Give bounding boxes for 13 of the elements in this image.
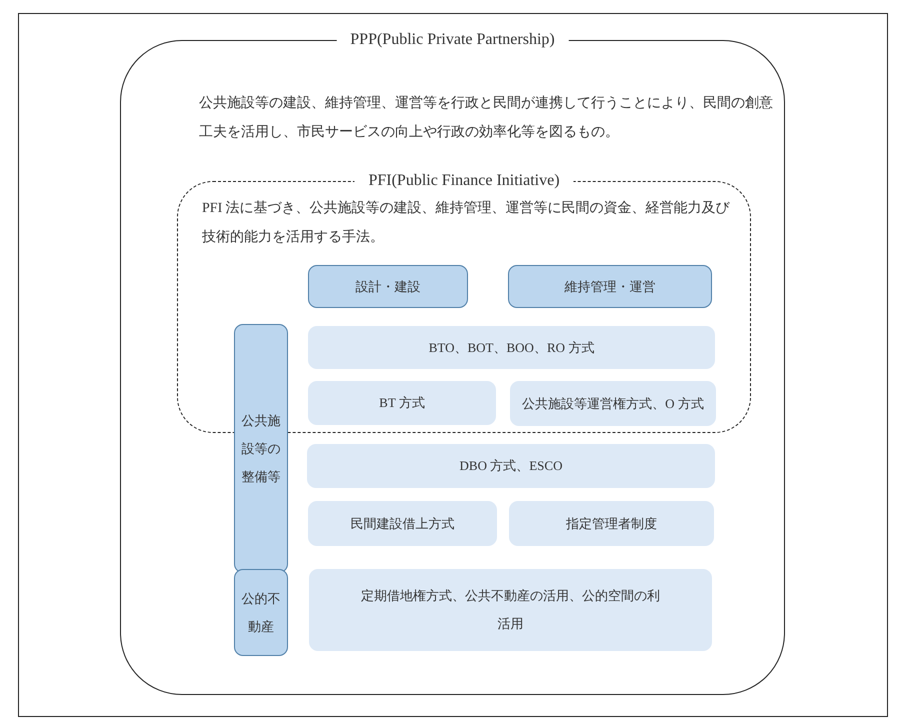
- method-box: DBO 方式、ESCO: [307, 444, 715, 488]
- category-box: 公的不動産: [234, 569, 288, 656]
- method-box: 公共施設等運営権方式、O 方式: [510, 381, 716, 426]
- method-box: 民間建設借上方式: [308, 501, 497, 546]
- description-text: PFI 法に基づき、公共施設等の建設、維持管理、運営等に民間の資金、経営能力及び技術的能力を活用する手法。: [202, 200, 731, 247]
- method-box: 指定管理者制度: [509, 501, 714, 546]
- category-box: 維持管理・運営: [508, 265, 712, 308]
- description-text: 公共施設等の建設、維持管理、運営等を行政と民間が連携して行うことにより、民間の創意工夫を活用し、市民サービスの向上や行政の効率化等を図るもの。: [199, 94, 774, 142]
- method-box: 定期借地権方式、公共不動産の活用、公的空間の利活用: [309, 569, 712, 651]
- category-box: 公共施設等の整備等: [234, 324, 288, 573]
- method-box: BTO、BOT、BOO、RO 方式: [308, 326, 715, 369]
- category-box: 設計・建設: [308, 265, 468, 308]
- method-box: BT 方式: [308, 381, 496, 425]
